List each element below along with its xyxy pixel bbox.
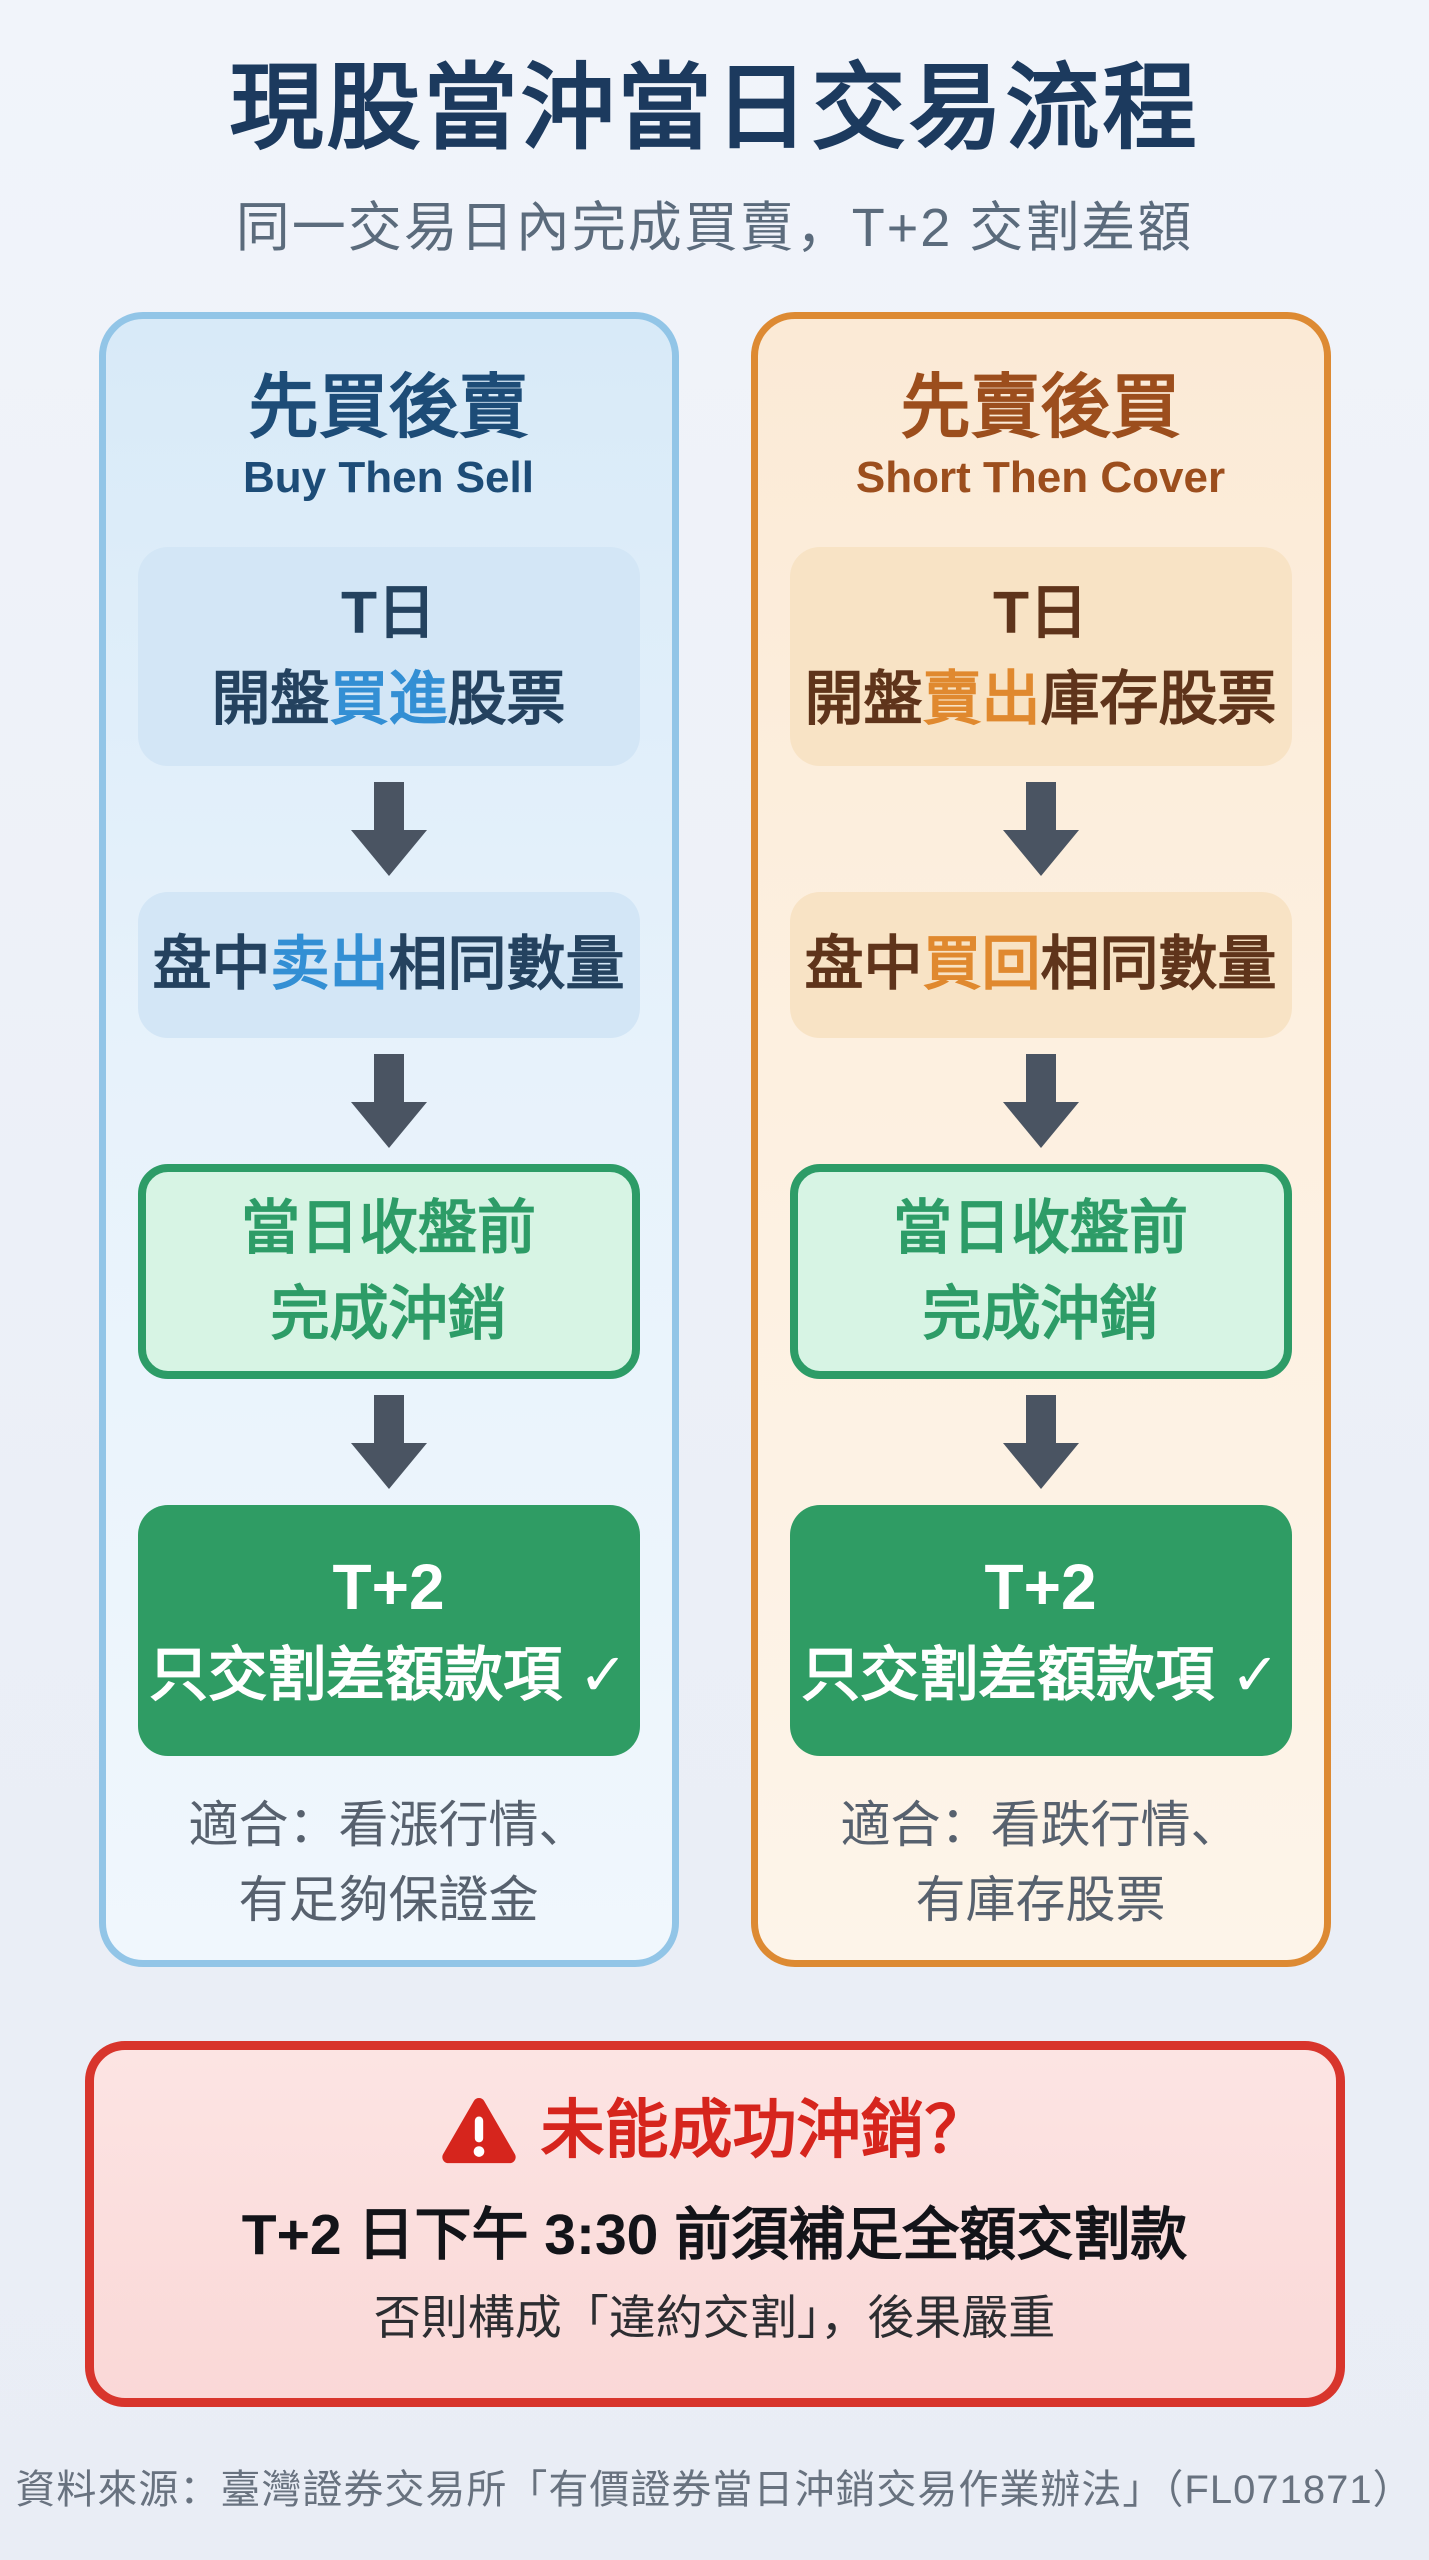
step-text: 庫存股票 [1040, 665, 1277, 732]
step-box-t2-settle: T+2 只交割差額款項 ✓ [137, 1505, 640, 1757]
step-box-before-close: 當日收盤前 完成沖銷 [137, 1164, 640, 1380]
step-line: T日 [992, 580, 1089, 647]
step-line: 當日收盤前 [892, 1195, 1188, 1262]
step-line: T+2 [984, 1551, 1097, 1624]
step-text: 盘中 [152, 931, 271, 998]
step-line: 盘中買回相同數量 [790, 922, 1292, 1008]
flow-columns: 先買後賣 Buy Then Sell T日 開盤買進股票 盘中卖出相同數量 當日… [98, 312, 1331, 1968]
step-highlight: 買進 [329, 665, 448, 732]
suitability-note: 適合：看漲行情、 有足夠保證金 [189, 1788, 589, 1938]
column-buy-then-sell: 先買後賣 Buy Then Sell T日 開盤買進股票 盘中卖出相同數量 當日… [98, 312, 679, 1968]
step-box-intraday: 盘中卖出相同數量 [137, 892, 640, 1039]
step-line: 開盤買進股票 [138, 657, 640, 743]
step-line: 當日收盤前 [240, 1195, 536, 1262]
down-arrow-icon [350, 1054, 427, 1149]
warning-triangle-icon [441, 2097, 516, 2163]
column-title-zh: 先買後賣 [248, 368, 529, 447]
down-arrow-icon [1002, 1395, 1079, 1490]
column-title-en: Short Then Cover [855, 453, 1226, 503]
suit-line: 適合：看漲行情、 [188, 1797, 589, 1854]
step-text: 相同數量 [388, 931, 625, 998]
step-text: 開盤 [804, 665, 923, 732]
step-line: 只交割差額款項 ✓ [149, 1641, 628, 1708]
suitability-note: 適合：看跌行情、 有庫存股票 [841, 1788, 1241, 1938]
warning-box: 未能成功沖銷？ T+2 日下午 3:30 前須補足全額交割款 否則構成「違約交割… [84, 2041, 1345, 2407]
step-highlight: 買回 [922, 931, 1041, 998]
warning-header: 未能成功沖銷？ [114, 2092, 1316, 2169]
suit-line: 有庫存股票 [915, 1872, 1166, 1929]
suit-line: 有足夠保證金 [238, 1872, 539, 1929]
page-subtitle: 同一交易日內完成買賣，T+2 交割差額 [235, 198, 1194, 259]
source-note: 資料來源：臺灣證券交易所「有價證券當日沖銷交易作業辦法」（FL071871） [15, 2467, 1414, 2512]
step-box-intraday: 盘中買回相同數量 [789, 892, 1292, 1039]
step-highlight: 卖出 [270, 931, 389, 998]
down-arrow-icon [350, 1395, 427, 1490]
step-line: 盘中卖出相同數量 [138, 922, 640, 1008]
step-box-before-close: 當日收盤前 完成沖銷 [789, 1164, 1292, 1380]
warning-line1: T+2 日下午 3:30 前須補足全額交割款 [241, 2203, 1188, 2268]
step-line: 開盤賣出庫存股票 [790, 657, 1292, 743]
column-short-then-cover: 先賣後買 Short Then Cover T日 開盤賣出庫存股票 盘中買回相同… [750, 312, 1331, 1968]
step-line: 完成沖銷 [270, 1280, 507, 1347]
step-line: T+2 [332, 1551, 445, 1624]
step-box-t-day: T日 開盤賣出庫存股票 [789, 547, 1292, 767]
step-text: 盘中 [804, 931, 923, 998]
step-text: 相同數量 [1040, 931, 1277, 998]
down-arrow-icon [1002, 782, 1079, 877]
step-text: 開盤 [211, 665, 330, 732]
step-line: T日 [340, 580, 437, 647]
step-box-t2-settle: T+2 只交割差額款項 ✓ [789, 1505, 1292, 1757]
step-text: 股票 [447, 665, 566, 732]
column-title-en: Buy Then Sell [243, 453, 534, 503]
suit-line: 適合：看跌行情、 [840, 1797, 1241, 1854]
page-title: 現股當沖當日交易流程 [229, 55, 1200, 160]
down-arrow-icon [1002, 1054, 1079, 1149]
down-arrow-icon [350, 782, 427, 877]
step-box-t-day: T日 開盤買進股票 [137, 547, 640, 767]
warning-line2: 否則構成「違約交割」，後果嚴重 [373, 2291, 1056, 2345]
step-line: 只交割差額款項 ✓ [801, 1641, 1280, 1708]
warning-title: 未能成功沖銷？ [540, 2094, 989, 2167]
step-highlight: 賣出 [922, 665, 1041, 732]
column-title-zh: 先賣後買 [900, 368, 1181, 447]
step-line: 完成沖銷 [922, 1280, 1159, 1347]
